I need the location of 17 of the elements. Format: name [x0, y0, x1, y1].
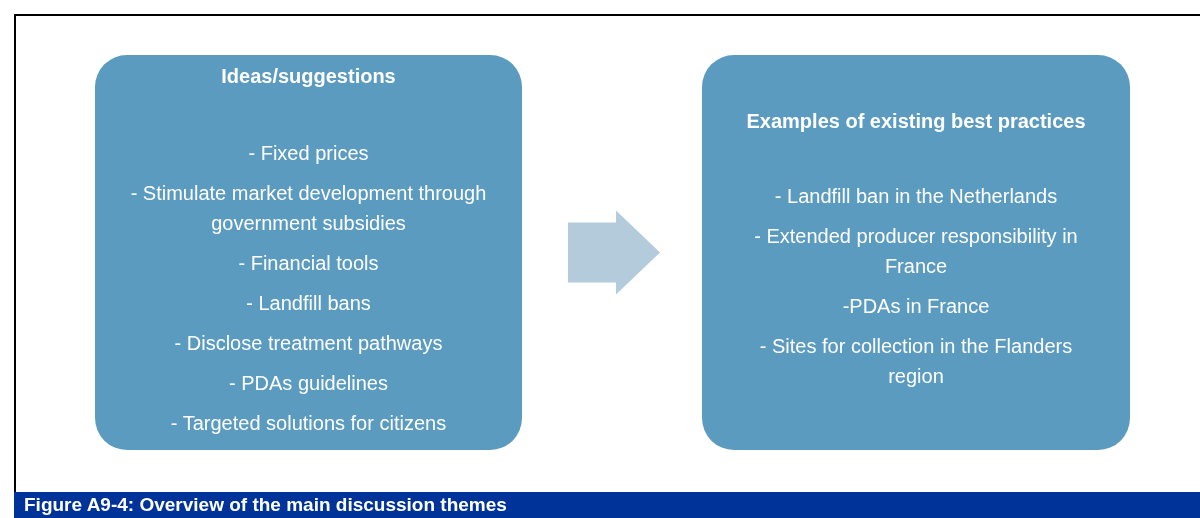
list-item: - Financial tools — [238, 251, 379, 276]
list-item: - Landfill bans — [246, 291, 371, 316]
rounded-box — [702, 55, 1130, 450]
list-item: - Targeted solutions for citizens — [170, 411, 447, 436]
figure-caption: Figure A9-4: Overview of the main discussion themes — [14, 492, 1200, 518]
box-heading: Examples of existing best practices — [746, 110, 1086, 133]
list-item: - Sites for collection in the Flanders region — [758, 334, 1074, 389]
list-item: - PDAs guidelines — [229, 371, 388, 396]
list-item: - Disclose treatment pathways — [174, 331, 443, 356]
box-heading: Ideas/suggestions — [221, 65, 396, 88]
list-item: - Landfill ban in the Netherlands — [774, 184, 1058, 209]
rounded-box — [95, 55, 522, 450]
list-item: - Stimulate market development through government subsidies — [129, 181, 488, 236]
block-arrow — [568, 210, 660, 295]
list-item: - Fixed prices — [248, 141, 369, 166]
list-item: - Extended producer responsibility in France — [753, 224, 1079, 279]
list-item: -PDAs in France — [842, 294, 990, 319]
